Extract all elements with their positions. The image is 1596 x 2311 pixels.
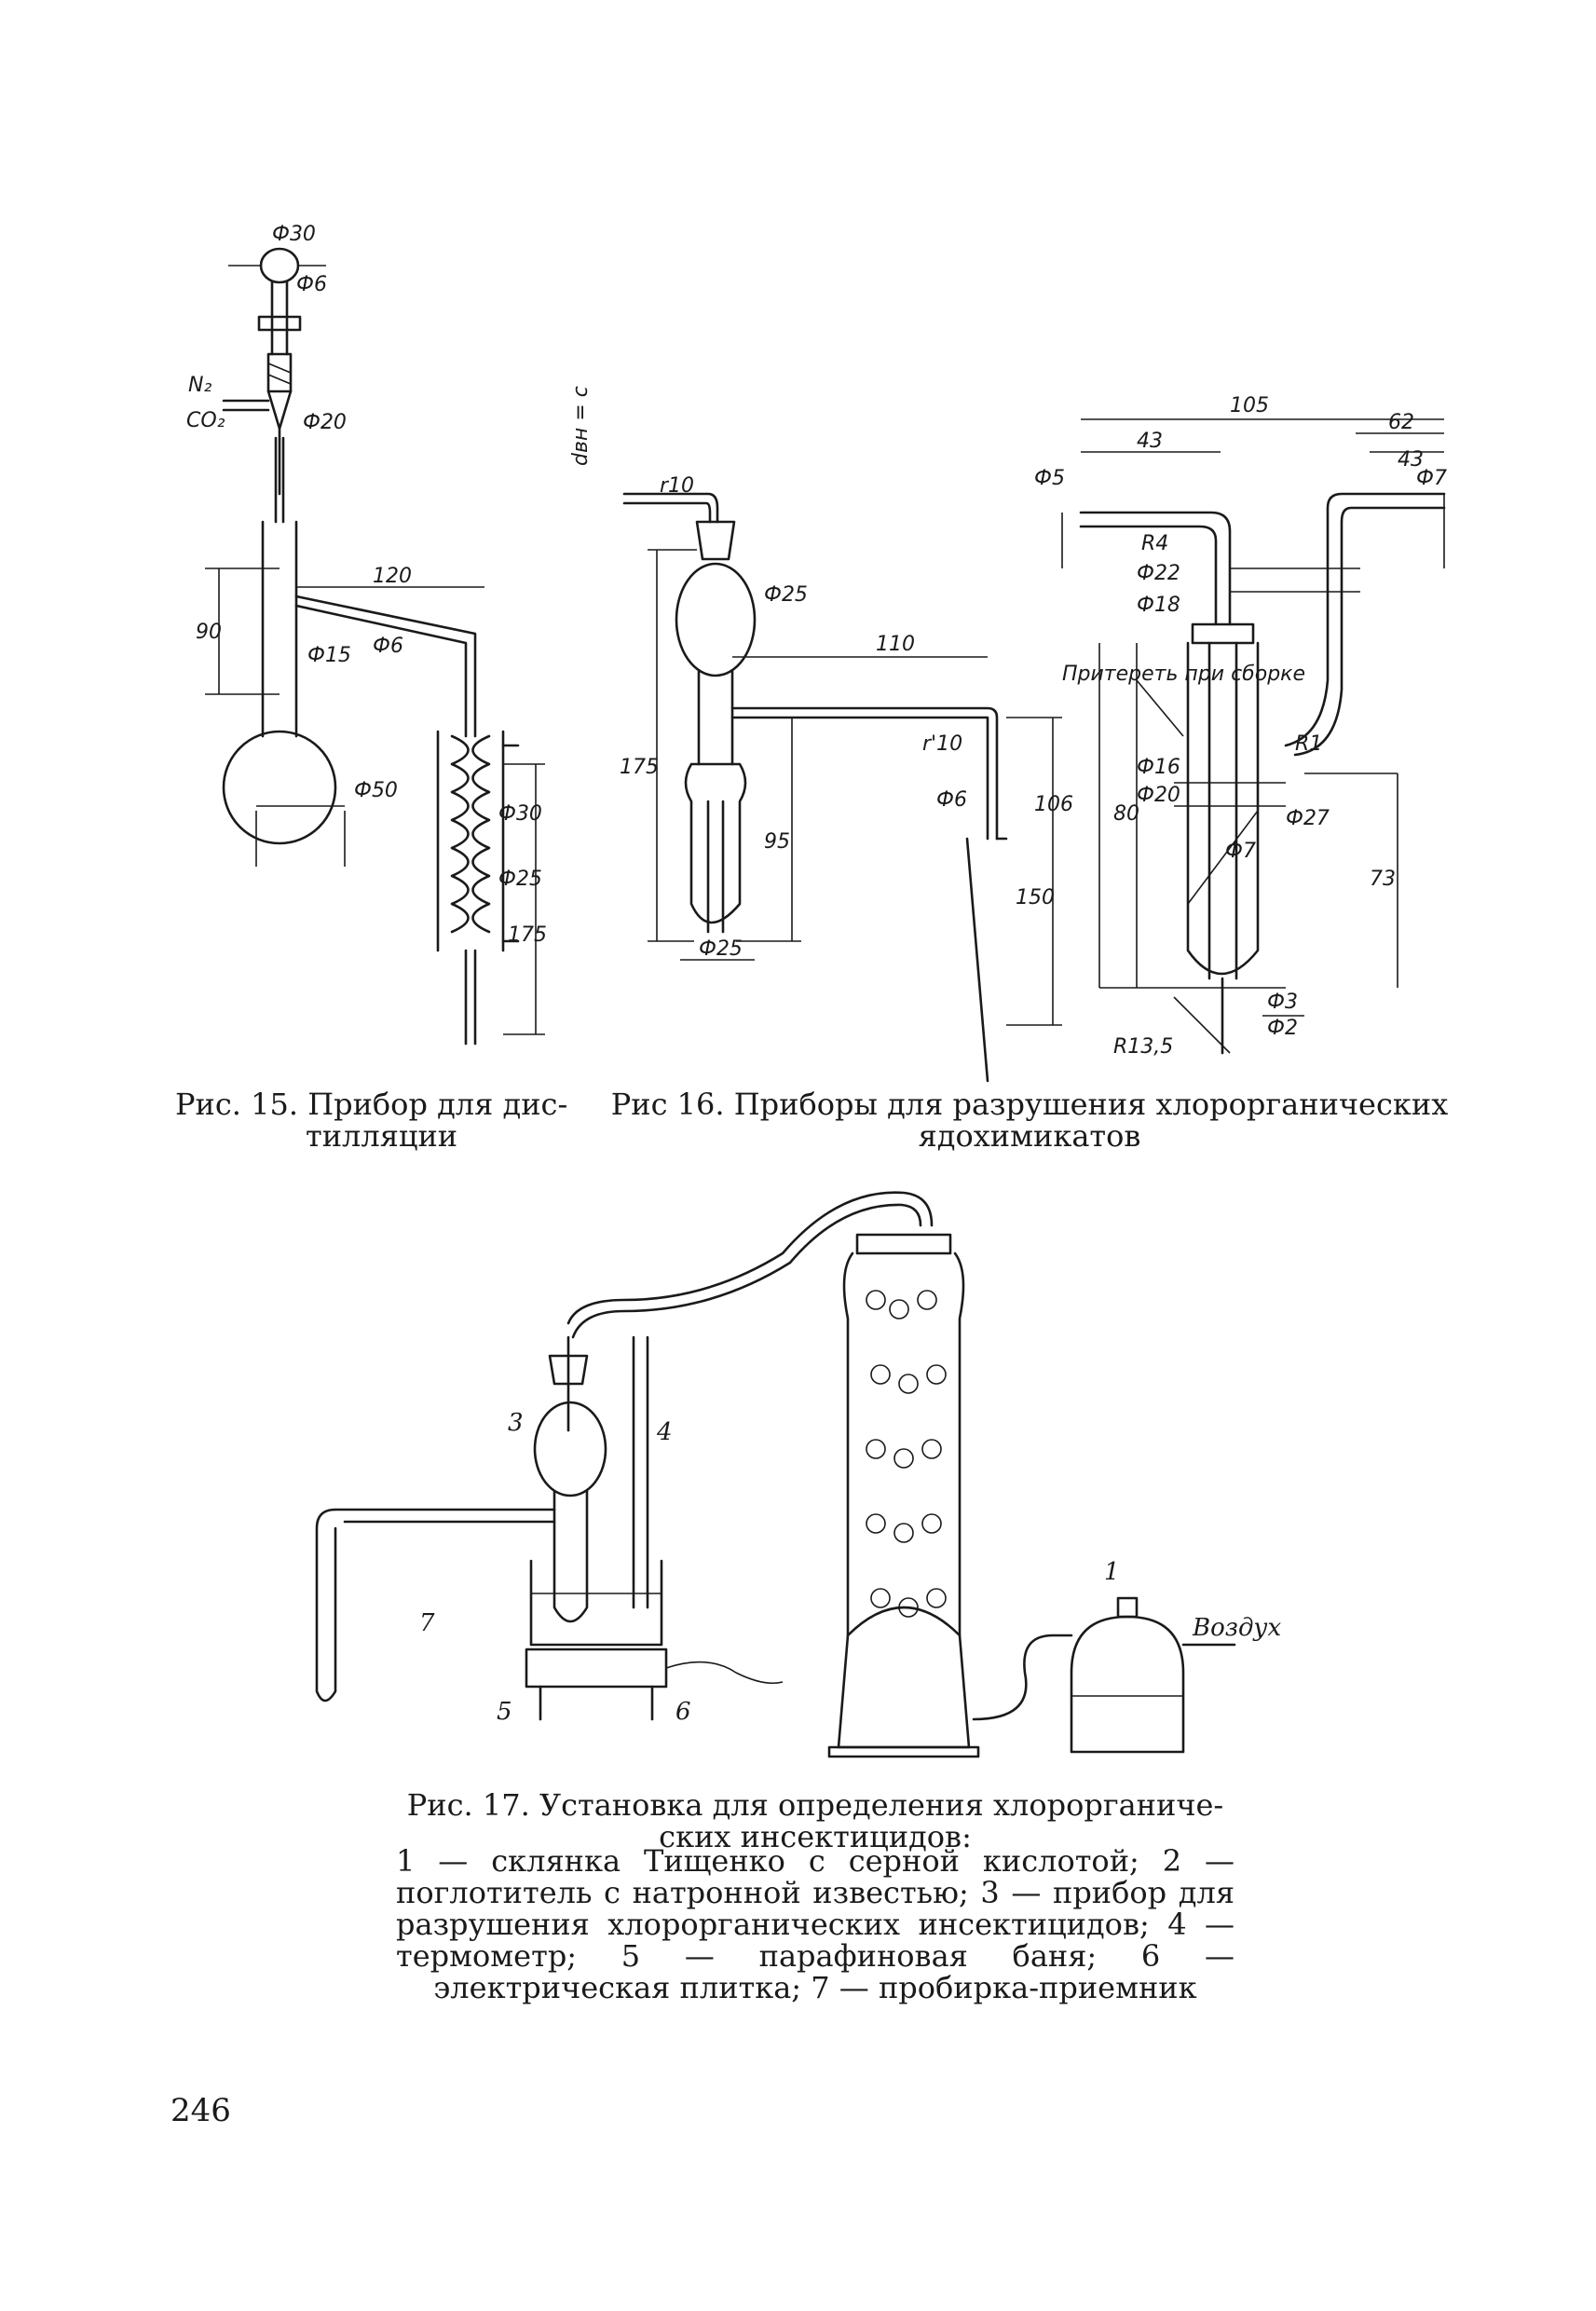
label-1: 1 [1104,1558,1120,1586]
fig17-caption-line2: ских инсектицидов: [659,1819,972,1854]
dim-d25-label: Ф25 [764,583,808,607]
label-5: 5 [497,1698,512,1726]
fig17-caption-line1: Рис. 17. Установка для определения хлоро… [406,1787,1224,1823]
fig16-apparatus-drawing: dвн = с r10 Ф25 110 r'10 175 95 Ф6 150 1… [569,386,1447,1083]
dim-d22-label: Ф22 [1137,562,1180,585]
dim-d27-label: Ф27 [1286,807,1330,830]
label-air: Воздух [1192,1614,1282,1642]
dim-73-label: 73 [1370,868,1396,891]
dim-90-label: 90 [196,621,222,644]
dim-r10-label: r10 [660,474,694,498]
dim-d25-label: Ф25 [498,868,542,891]
dim-d7b-label: Ф7 [1225,840,1256,863]
dim-80-label: 80 [1113,802,1139,826]
dim-150-label: 150 [1016,886,1055,909]
dim-d16-label: Ф16 [1137,756,1180,779]
label-3: 3 [508,1409,524,1437]
dim-105-label: 105 [1230,394,1269,417]
dim-d30-label: Ф30 [272,223,316,246]
co2-label: CO₂ [186,409,225,432]
n2-label: N₂ [188,374,211,397]
dim-43a-label: 43 [1137,430,1163,453]
page-number: 246 [171,2092,231,2129]
grinding-note: Притереть при сборке [1062,663,1305,686]
dim-110-label: 110 [876,633,915,656]
dim-d30b-label: Ф30 [498,802,542,826]
dim-d25b-label: Ф25 [699,937,743,961]
fig15-apparatus-drawing: Ф30 Ф6 N₂ CO₂ Ф20 120 90 Ф15 Ф6 Ф50 Ф30 … [186,223,547,1046]
dim-120-label: 120 [373,565,412,588]
fig16-caption-line2: ядохимикатов [918,1118,1141,1154]
fig17-legend: 1 — склянка Тищенко с серной кислотой; 2… [396,1843,1235,2005]
dim-175-label: 175 [508,923,547,947]
dim-175-label: 175 [620,756,659,779]
dim-r135-label: R13,5 [1113,1035,1173,1059]
dim-d5-label: Ф5 [1034,467,1065,490]
dim-d2-label: Ф2 [1267,1017,1298,1040]
dim-d3-label: Ф3 [1267,991,1298,1014]
lime-granules [866,1290,947,1618]
dim-r1-label: R1 [1295,732,1322,756]
dim-95-label: 95 [764,830,790,854]
fig15-caption-line2: тилляции [306,1118,458,1154]
fig17-caption: Рис. 17. Установка для определения хлоро… [396,1789,1235,1853]
dim-d18-label: Ф18 [1137,594,1180,617]
fig17-setup-drawing: 3 4 1 Воздух 7 5 6 [315,1191,1282,1758]
dim-d50-label: Ф50 [354,779,398,802]
dim-62-label: 62 [1388,411,1414,434]
dim-d15-label: Ф15 [307,644,351,667]
fig16-caption: Рис 16. Приборы для разрушения хлорорган… [610,1088,1449,1152]
fig16-caption-line1: Рис 16. Приборы для разрушения хлорорган… [610,1087,1449,1122]
dim-d6-label: Ф6 [936,788,967,812]
fig15-caption-line1: Рис. 15. Прибор для дис- [175,1087,568,1122]
dim-d7-label: Ф7 [1416,467,1447,490]
dim-106-label: 106 [1034,793,1073,816]
label-7: 7 [419,1609,435,1637]
dim-d6-label: Ф6 [296,273,327,296]
dim-dbn-label: dвн = с [569,386,593,466]
fig15-caption: Рис. 15. Прибор для дис- тилляции [175,1088,594,1152]
dim-d20-label: Ф20 [1137,784,1180,807]
dim-d20-label: Ф20 [303,411,347,434]
dim-43b-label: 43 [1398,448,1424,472]
dim-r4-label: R4 [1141,532,1168,555]
label-6: 6 [675,1698,691,1726]
label-4: 4 [656,1418,673,1446]
dim-d6b-label: Ф6 [373,635,403,658]
dim-r10b-label: r'10 [922,732,962,756]
